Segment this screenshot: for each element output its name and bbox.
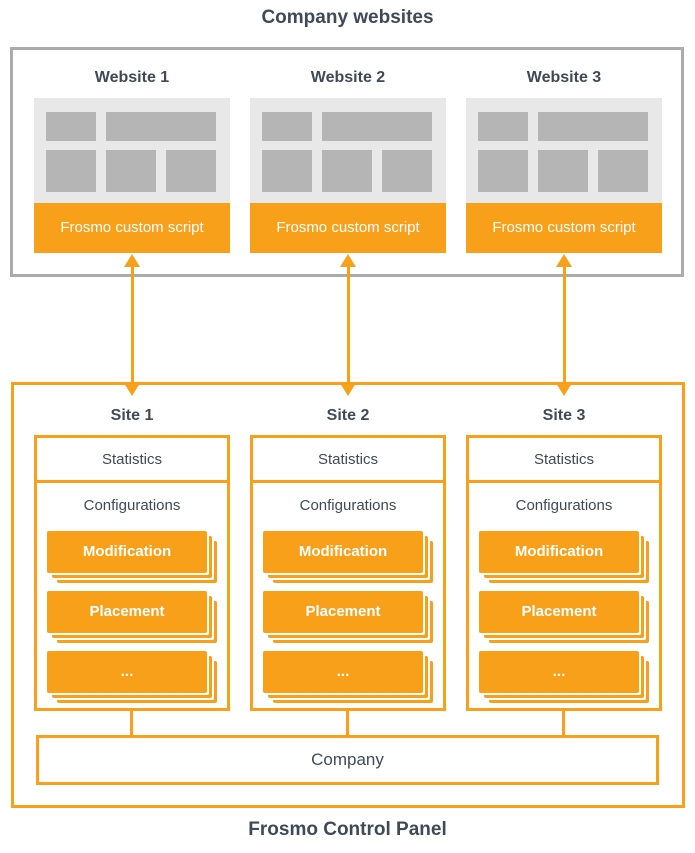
content-block xyxy=(478,112,528,141)
statistics-section: Statistics xyxy=(253,438,443,483)
configurations-label: Configurations xyxy=(515,497,613,514)
content-block xyxy=(262,112,312,141)
arrow-up-icon xyxy=(340,254,356,267)
website-title: Website 2 xyxy=(310,69,386,86)
frosmo-custom-script-bar: Frosmo custom script xyxy=(466,203,662,253)
modification-stack: Modification xyxy=(47,531,207,573)
browser-mockup xyxy=(250,98,446,203)
content-block xyxy=(46,150,96,192)
browser-mockup xyxy=(466,98,662,203)
modification-stack: Modification xyxy=(263,531,423,573)
more-stack: ... xyxy=(47,651,207,693)
arrow-down-icon xyxy=(340,383,356,396)
content-block xyxy=(598,150,648,192)
arrow-down-icon xyxy=(124,383,140,396)
content-block xyxy=(478,150,528,192)
modification-stack: Modification xyxy=(479,531,639,573)
content-block xyxy=(538,112,648,141)
content-block xyxy=(46,112,96,141)
bidirectional-arrow xyxy=(556,254,572,396)
placement-stack: Placement xyxy=(263,591,423,633)
configurations-label: Configurations xyxy=(83,497,181,514)
content-block xyxy=(166,150,216,192)
content-block xyxy=(322,112,432,141)
bidirectional-arrow xyxy=(124,254,140,396)
placement-stack: Placement xyxy=(479,591,639,633)
company-websites-title: Company websites xyxy=(261,7,434,28)
site-company-connector xyxy=(130,711,133,737)
site-box: Statistics Configurations Modification P… xyxy=(34,435,230,711)
bidirectional-arrow xyxy=(340,254,356,396)
content-block xyxy=(538,150,588,192)
control-panel-title: Frosmo Control Panel xyxy=(248,819,447,840)
company-box: Company xyxy=(36,735,659,785)
website-title: Website 3 xyxy=(526,69,602,86)
website-title: Website 1 xyxy=(94,69,170,86)
arrow-line xyxy=(346,263,350,387)
content-block xyxy=(106,150,156,192)
site-box: Statistics Configurations Modification P… xyxy=(250,435,446,711)
site-title: Site 3 xyxy=(542,407,586,424)
statistics-section: Statistics xyxy=(469,438,659,483)
site-company-connector xyxy=(562,711,565,737)
content-block xyxy=(106,112,216,141)
site-title: Site 2 xyxy=(326,407,370,424)
arrow-line xyxy=(130,263,134,387)
arrow-up-icon xyxy=(124,254,140,267)
content-block xyxy=(382,150,432,192)
site-box: Statistics Configurations Modification P… xyxy=(466,435,662,711)
arrow-down-icon xyxy=(556,383,572,396)
content-block xyxy=(322,150,372,192)
arrow-up-icon xyxy=(556,254,572,267)
frosmo-custom-script-bar: Frosmo custom script xyxy=(34,203,230,253)
arrow-line xyxy=(562,263,566,387)
configurations-label: Configurations xyxy=(299,497,397,514)
site-company-connector xyxy=(346,711,349,737)
browser-mockup xyxy=(34,98,230,203)
statistics-section: Statistics xyxy=(37,438,227,483)
frosmo-custom-script-bar: Frosmo custom script xyxy=(250,203,446,253)
placement-stack: Placement xyxy=(47,591,207,633)
content-block xyxy=(262,150,312,192)
more-stack: ... xyxy=(479,651,639,693)
more-stack: ... xyxy=(263,651,423,693)
site-title: Site 1 xyxy=(110,407,154,424)
